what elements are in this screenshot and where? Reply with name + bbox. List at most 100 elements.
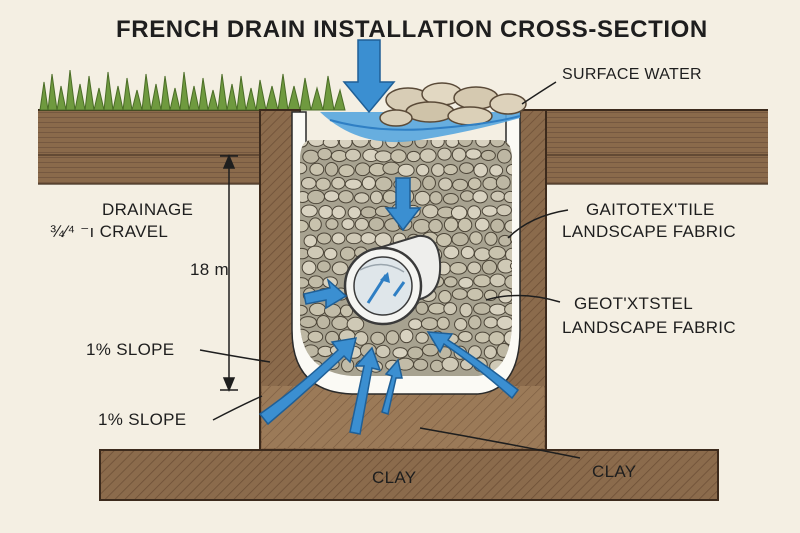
- gravel-stone: [504, 219, 512, 233]
- gravel-stone: [370, 331, 386, 345]
- gravel-stone: [397, 163, 415, 177]
- gravel-stone: [467, 177, 482, 190]
- gravel-stone: [419, 148, 437, 163]
- leader-slope-lower: [212, 395, 263, 421]
- gravel-stone: [347, 206, 362, 220]
- gravel-stone: [307, 140, 326, 147]
- gravel-stone: [339, 246, 356, 261]
- gravel-stone: [458, 277, 474, 289]
- gravel-stone: [414, 190, 431, 206]
- gravel-stone: [300, 219, 309, 233]
- surface-water-label: SURFACE WATER: [562, 66, 702, 83]
- gravel-stone: [390, 149, 407, 163]
- gravel-stone: [472, 190, 488, 204]
- gravel-stone: [422, 204, 439, 219]
- gravel-stone: [368, 217, 385, 231]
- gravel-stone: [509, 231, 512, 246]
- gravel-stone: [469, 231, 483, 245]
- slope-label-lower: 1% SLOPE: [98, 410, 187, 429]
- gravel-stone: [504, 302, 512, 316]
- gravel-stone: [301, 260, 317, 275]
- gravel-stone: [375, 344, 391, 359]
- surface-stones: [320, 82, 527, 143]
- gravel-stone: [345, 148, 361, 162]
- gravel-stone: [473, 274, 492, 288]
- gravel-stone: [437, 147, 452, 161]
- gravel-stone: [481, 259, 498, 275]
- gravel-stone: [490, 190, 506, 202]
- gravel-stone: [458, 330, 473, 343]
- gravel-stone: [318, 205, 334, 219]
- gravel-stone: [315, 177, 331, 191]
- gravel-stone: [416, 163, 430, 177]
- slope-label-upper: 1% SLOPE: [86, 340, 175, 359]
- gravel-stone: [443, 245, 460, 260]
- gravel-stone: [331, 316, 349, 331]
- gravel-stone: [443, 217, 459, 233]
- fabric-top-label-line1: GAITOTEX'TILE: [586, 200, 715, 219]
- depth-label: 18 m: [190, 260, 229, 279]
- grass-icon: [39, 69, 346, 111]
- gravel-stone: [420, 317, 439, 331]
- gravel-stone: [427, 302, 446, 315]
- gravel-stone: [415, 301, 429, 315]
- clay-layer: [99, 449, 719, 501]
- gravel-stone: [408, 318, 423, 331]
- gravel-stone: [345, 232, 363, 245]
- bottom-up-arrow: [381, 358, 403, 415]
- gravel-stone: [443, 276, 458, 288]
- gravel-stone: [489, 273, 507, 288]
- drainage-label-line1: DRAINAGE: [102, 200, 194, 219]
- gravel-stone: [497, 148, 512, 164]
- clay-label-right: CLAY: [592, 462, 637, 481]
- gravel-stone: [369, 190, 383, 205]
- gravel-stone: [467, 205, 482, 220]
- depth-dimension: [220, 154, 238, 392]
- gravel-stone: [436, 232, 453, 247]
- gravel-stone: [489, 164, 504, 177]
- gravel-stone: [495, 175, 511, 190]
- gravel-stone: [341, 218, 355, 230]
- gravel-stone: [300, 162, 308, 175]
- right-topsoil-layer: [546, 110, 768, 184]
- gravel-stone: [316, 315, 331, 330]
- center-up-arrow: [349, 346, 382, 435]
- gravel-stone: [484, 231, 498, 246]
- gravel-stone: [474, 331, 491, 344]
- gravel-stone: [443, 302, 458, 316]
- fabric-mid-label-line1: GEOT'XTSTEL: [574, 294, 693, 313]
- gravel-down-arrow: [384, 177, 422, 232]
- gravel-stone: [451, 147, 467, 162]
- gravel-stone: [443, 164, 458, 176]
- left-topsoil-layer: [38, 110, 260, 184]
- gravel-stone: [382, 190, 398, 204]
- gravel-stone: [460, 190, 475, 202]
- pipe-icon: [343, 234, 442, 326]
- right-inflow-arrow: [426, 331, 520, 400]
- gravel-stone: [505, 163, 512, 176]
- gravel-stone: [460, 245, 475, 260]
- gravel-stone: [509, 260, 512, 272]
- gravel-stone: [317, 260, 331, 273]
- gravel-stone: [351, 140, 370, 148]
- gravel-stone: [481, 205, 498, 217]
- gravel-stone: [413, 358, 429, 371]
- gravel-stone: [331, 261, 349, 276]
- gravel-stone: [475, 140, 491, 148]
- gravel-stone: [338, 164, 355, 178]
- gravel-stone: [354, 217, 369, 231]
- gravel-stone: [428, 218, 443, 234]
- gravel-stone: [330, 150, 348, 163]
- leader-surface-water: [521, 81, 557, 105]
- gravel-stone: [308, 275, 324, 289]
- gravel-stone: [454, 317, 468, 331]
- gravel-stone: [369, 140, 384, 150]
- gravel-stone: [344, 178, 363, 190]
- gravel-stone: [459, 162, 475, 174]
- gravel-stone: [309, 162, 325, 176]
- gravel-stone: [430, 140, 445, 149]
- gravel-stone: [503, 190, 512, 204]
- clay-label-left: CLAY: [372, 468, 417, 487]
- gravel-stone: [489, 140, 506, 148]
